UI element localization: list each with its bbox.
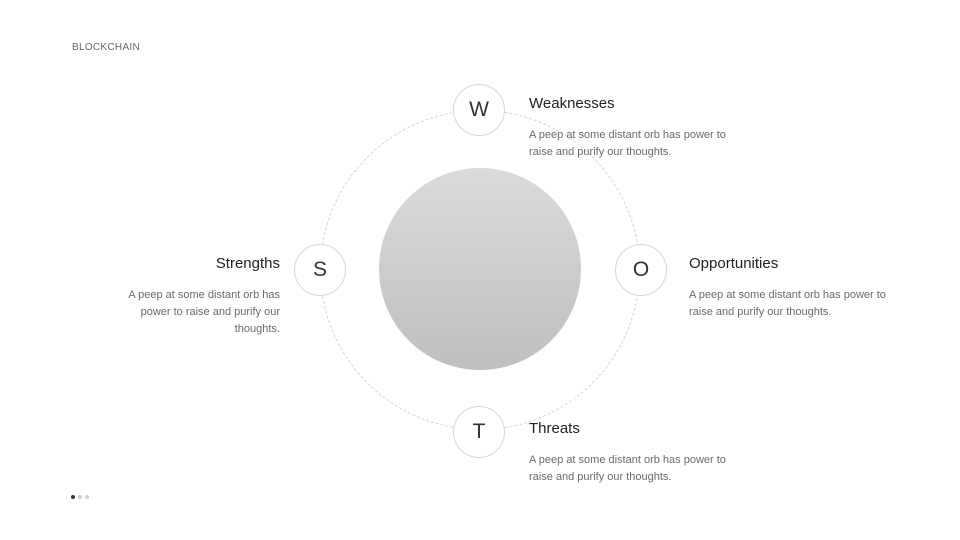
slide-pager xyxy=(71,495,89,499)
weaknesses-node: W xyxy=(453,84,505,136)
threats-description: A peep at some distant orb has power to … xyxy=(529,454,726,483)
threats-node: T xyxy=(453,406,505,458)
brand-label: BLOCKCHAIN xyxy=(72,42,141,53)
pager-dot-1[interactable] xyxy=(71,495,75,499)
opportunities-node: O xyxy=(615,244,667,296)
weaknesses-block: Weaknesses A peep at some distant orb ha… xyxy=(529,95,739,161)
strengths-block: Strengths A peep at some distant orb has… xyxy=(120,255,280,338)
pager-dot-2[interactable] xyxy=(78,495,82,499)
opportunities-description: A peep at some distant orb has power to … xyxy=(689,289,886,318)
opportunities-title: Opportunities xyxy=(689,255,779,272)
weaknesses-description: A peep at some distant orb has power to … xyxy=(529,129,726,158)
threats-title: Threats xyxy=(529,420,580,437)
strengths-node: S xyxy=(294,244,346,296)
opportunities-block: Opportunities A peep at some distant orb… xyxy=(689,255,899,321)
threats-block: Threats A peep at some distant orb has p… xyxy=(529,420,739,486)
strengths-title: Strengths xyxy=(215,255,280,272)
strengths-description: A peep at some distant orb has power to … xyxy=(128,289,280,335)
pager-dot-3[interactable] xyxy=(85,495,89,499)
center-circle xyxy=(379,168,581,370)
weaknesses-title: Weaknesses xyxy=(529,95,615,112)
